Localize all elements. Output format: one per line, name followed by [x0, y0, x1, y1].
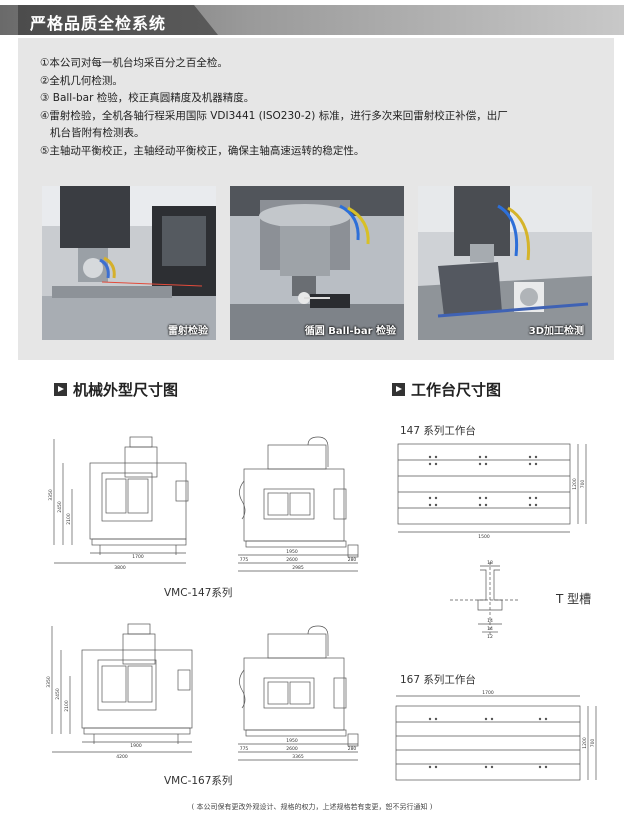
- dim-side-5: 2985: [292, 565, 304, 571]
- dim-length: 1700: [482, 690, 494, 696]
- arrow-square-icon: [54, 383, 67, 396]
- dim-side-2: 1950: [286, 549, 298, 555]
- photo-ballbar-inspection: 循圆 Ball-bar 检验: [230, 186, 404, 340]
- vmc167-front-drawing: 3350 2450 2100 1900 4200: [46, 623, 193, 760]
- arrow-square-icon: [392, 383, 405, 396]
- dim-h1: 1200: [572, 478, 578, 490]
- vmc147-side-drawing: 775 1950 2600 280 2985: [238, 436, 359, 572]
- table-label: 147 系列工作台: [400, 425, 476, 437]
- table147-drawing: 1500 1200 700: [397, 443, 587, 540]
- dim-h2: 2450: [55, 688, 61, 700]
- machine-label: VMC-147系列: [164, 587, 233, 599]
- dim-h2: 700: [580, 480, 586, 489]
- dim-h1: 1200: [582, 737, 588, 749]
- photo-caption: 3D加工检测: [528, 326, 584, 337]
- machine-label: VMC-167系列: [164, 775, 233, 787]
- dim-w1: 1700: [132, 554, 144, 560]
- section-title-table: 工作台尺寸图: [392, 379, 501, 400]
- tslot-dim-c: 14: [487, 626, 493, 632]
- dim-side-4: 280: [348, 746, 357, 752]
- check-item: ③ Ball-bar 检验，校正真圆精度及机器精度。: [40, 92, 255, 104]
- photo-3d-machining: 3D加工检测: [418, 186, 592, 340]
- dim-length: 1500: [478, 534, 490, 540]
- table-label: 167 系列工作台: [400, 674, 476, 686]
- check-item: ①本公司对每一机台均采百分之百全检。: [40, 57, 228, 69]
- section-header: 严格品质全检系统: [0, 5, 624, 35]
- dim-h3: 2100: [66, 513, 72, 525]
- dim-h1: 3350: [48, 489, 54, 501]
- check-item: ②全机几何检测。: [40, 74, 123, 87]
- section-title-machine: 机械外型尺寸图: [54, 379, 178, 400]
- dim-side-4: 280: [348, 557, 357, 563]
- photo-laser-inspection: 雷射检验: [42, 186, 216, 340]
- dim-side-2: 1950: [286, 738, 298, 744]
- check-item: 机台皆附有检测表。: [40, 127, 145, 139]
- photo-caption: 循圆 Ball-bar 检验: [304, 326, 396, 337]
- dim-side-3: 2600: [286, 557, 298, 563]
- check-item: ⑤主轴动平衡校正，主轴经动平衡校正，确保主轴高速运转的稳定性。: [40, 144, 365, 157]
- dim-side-3: 2600: [286, 746, 298, 752]
- dim-w2: 4200: [116, 754, 128, 760]
- tslot-label: T 型槽: [556, 592, 592, 606]
- dim-h3: 2100: [64, 700, 70, 712]
- tslot-dim-b: 14: [487, 618, 493, 624]
- dim-side-5: 3365: [292, 754, 304, 760]
- photo-caption: 雷射检验: [168, 326, 208, 337]
- dim-w2: 3800: [114, 565, 126, 571]
- dim-h2: 700: [590, 739, 596, 748]
- dim-w1: 1900: [130, 743, 142, 749]
- tslot-dim-d: 12: [487, 634, 493, 640]
- vmc147-front-drawing: 3350 2450 2100 1700 3800: [48, 436, 189, 571]
- check-list: ①本公司对每一机台均采百分之百全检。 ②全机几何检测。 ③ Ball-bar 检…: [40, 55, 600, 160]
- footer-note: ( 本公司保有更改外观设计、规格的权力，上述规格若有变更，恕不另行通知 ): [191, 803, 433, 811]
- dim-h1: 3350: [46, 676, 52, 688]
- tslot-dim-a: 18: [487, 560, 493, 566]
- header-title: 严格品质全检系统: [30, 14, 167, 33]
- dim-side-1: 775: [240, 557, 249, 563]
- dim-h2: 2450: [57, 501, 63, 513]
- table167-drawing: 1700 1200 700: [395, 690, 597, 781]
- tslot-drawing: 18 14 14 12: [450, 560, 520, 640]
- header-tag: [18, 5, 218, 35]
- dim-side-1: 775: [240, 746, 249, 752]
- check-item: ④雷射检验，全机各轴行程采用国际 VDI3441 (ISO230-2) 标准，进…: [40, 109, 508, 122]
- vmc167-side-drawing: 775 1950 2600 280 3365: [238, 625, 359, 761]
